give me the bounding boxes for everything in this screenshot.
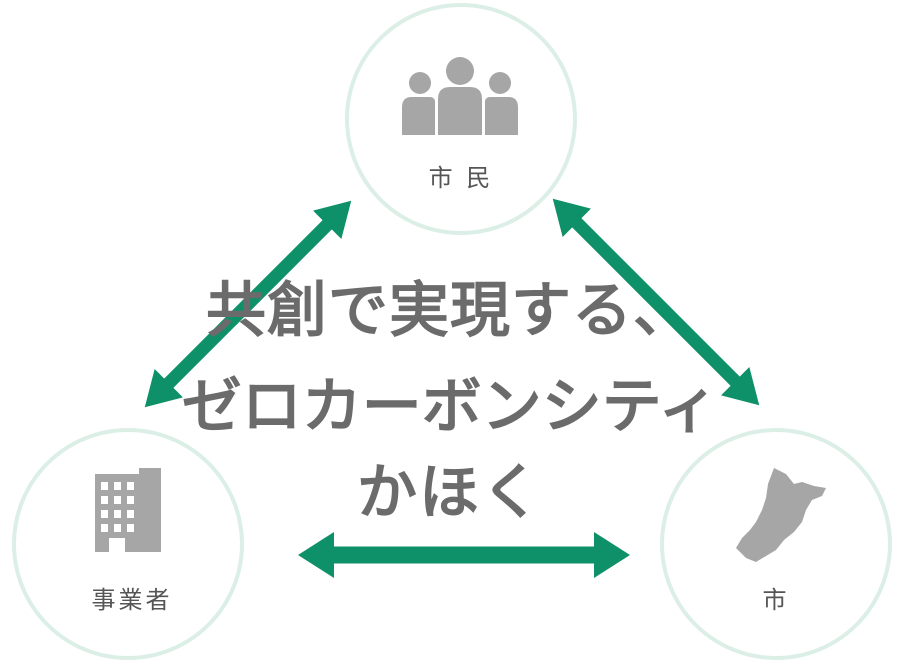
title-line-1: 共創で実現する、: [206, 276, 694, 346]
citizens-label: 市 民: [428, 164, 494, 192]
citizens-business-arrow: [144, 200, 352, 408]
city-label: 市: [762, 586, 790, 614]
title-line-3: かほく: [357, 458, 543, 528]
citizens-city-arrow: [552, 198, 760, 406]
business-city-arrow: [298, 532, 630, 578]
building-icon: [95, 468, 161, 552]
city-map-icon: [736, 468, 826, 562]
title-line-2: ゼロカーボンシティ: [181, 372, 719, 442]
people-icon: [402, 57, 518, 135]
business-label: 事業者: [91, 586, 173, 614]
